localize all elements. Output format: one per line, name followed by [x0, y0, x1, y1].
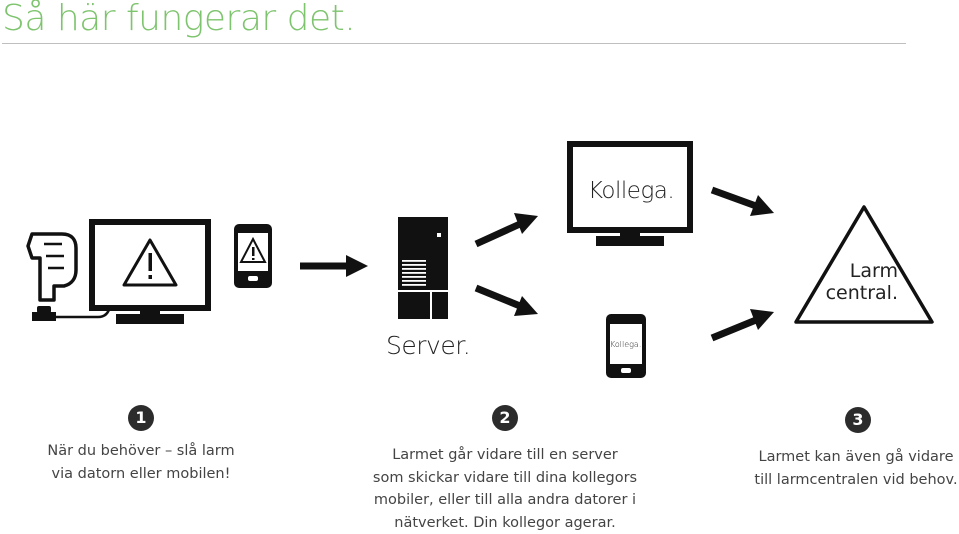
step-description-line: Larmet går vidare till en server — [392, 447, 618, 463]
phone-icon — [606, 314, 646, 378]
step-number-badge: 1 — [128, 405, 154, 431]
larmcentral-label: Larm central. — [808, 260, 898, 304]
arrow-icon — [474, 284, 538, 316]
step-description-line: nätverket. Din kollegor agerar. — [394, 514, 616, 531]
pointing-hand-icon — [26, 232, 78, 302]
phone-warning-icon — [234, 224, 272, 288]
larmcentral-line: Larm — [849, 260, 898, 282]
step-number-badge: 2 — [492, 405, 518, 431]
page-title: Så här fungerar det. — [2, 0, 356, 39]
arrow-icon — [474, 213, 538, 248]
arrow-icon — [300, 255, 368, 277]
step-description-line: mobiler, eller till alla andra datorer i — [373, 492, 637, 508]
warning-triangle-icon — [794, 205, 934, 324]
step-number-badge: 3 — [845, 407, 871, 433]
kollega-monitor-label: Kollega. — [588, 178, 675, 204]
server-label: Server. — [386, 331, 471, 360]
server-icon — [398, 217, 448, 319]
step-description: När du behöver – slå larm via datorn ell… — [40, 440, 242, 485]
step-description-line: via datorn eller mobilen! — [51, 465, 231, 482]
step-description: Larmet går vidare till en server som ski… — [356, 444, 654, 534]
step-description: Larmet kan även gå vidare till larmcentr… — [754, 446, 958, 491]
step-description-line: När du behöver – slå larm — [47, 443, 235, 459]
step-description-line: till larmcentralen vid behov. — [754, 471, 958, 488]
kollega-phone-label: Kollega. — [610, 340, 642, 349]
arrow-icon — [710, 186, 774, 216]
title-divider — [2, 43, 906, 44]
step-description-line: som skickar vidare till dina kollegors — [372, 469, 638, 486]
monitor-warning-icon — [89, 219, 211, 324]
larmcentral-line: central. — [825, 282, 898, 304]
monitor-icon — [567, 141, 693, 246]
step-description-line: Larmet kan även gå vidare — [758, 449, 954, 465]
arrow-icon — [710, 309, 774, 342]
